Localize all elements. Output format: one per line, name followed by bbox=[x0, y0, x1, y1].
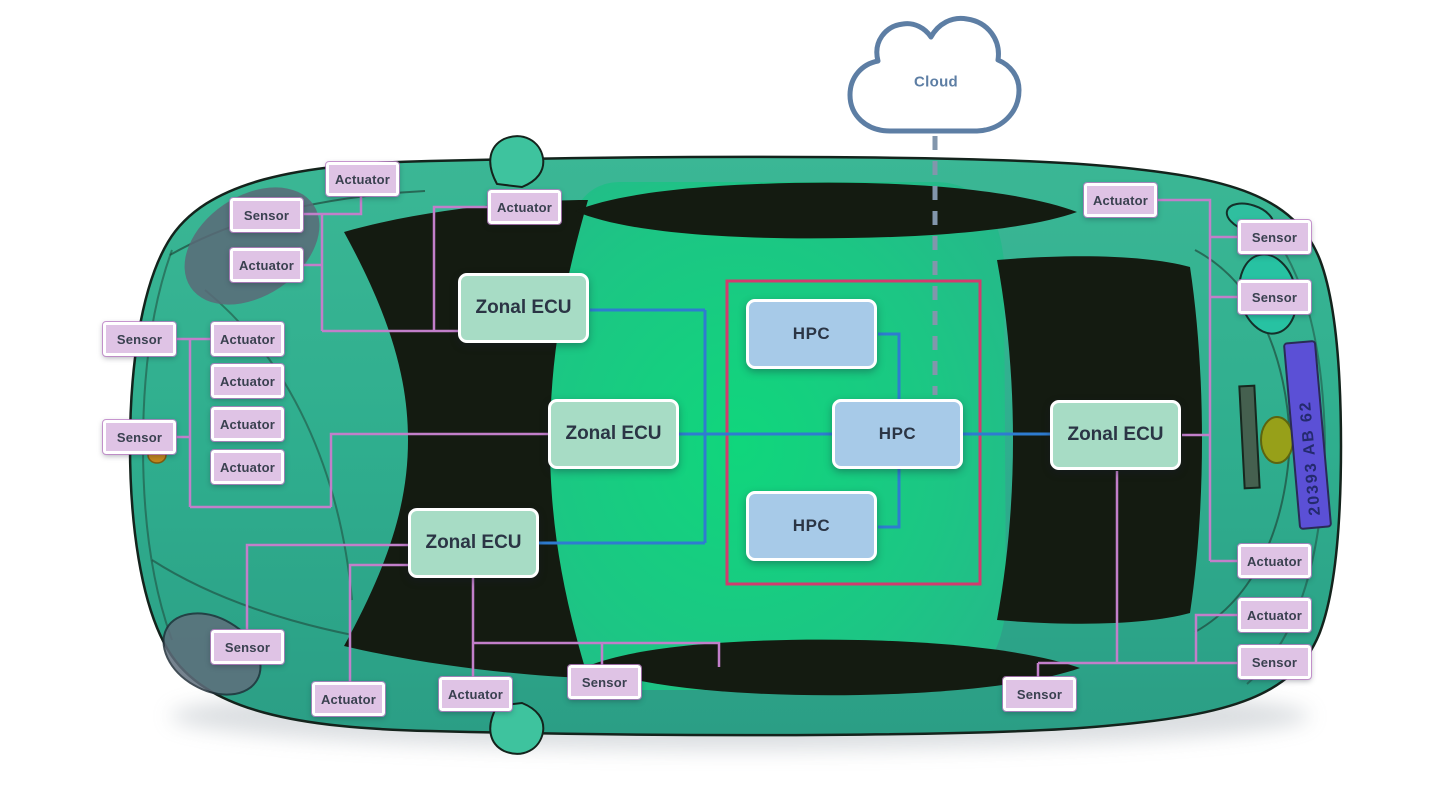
backbone-links bbox=[539, 308, 1050, 545]
actuator-node: Actuator bbox=[487, 189, 562, 225]
actuator-node: Actuator bbox=[311, 681, 386, 717]
zonal-ecu-center-left: Zonal ECU bbox=[548, 399, 679, 469]
cloud-icon bbox=[847, 15, 1022, 134]
actuator-node: Actuator bbox=[229, 247, 304, 283]
sensor-node: Sensor bbox=[229, 197, 304, 233]
license-plate: 20393 AB 62 bbox=[1283, 340, 1332, 530]
actuator-node: Actuator bbox=[210, 321, 285, 357]
sensor-node: Sensor bbox=[102, 321, 177, 357]
actuator-node: Actuator bbox=[210, 363, 285, 399]
sensor-node: Sensor bbox=[1237, 219, 1312, 255]
peripheral-links bbox=[176, 196, 1238, 682]
actuator-node: Actuator bbox=[325, 161, 400, 197]
sensor-node: Sensor bbox=[102, 419, 177, 455]
actuator-node: Actuator bbox=[1083, 182, 1158, 218]
actuator-node: Actuator bbox=[1237, 597, 1312, 633]
hpc-node-2: HPC bbox=[832, 399, 963, 469]
hpc-node-3: HPC bbox=[746, 491, 877, 561]
sensor-node: Sensor bbox=[1002, 676, 1077, 712]
wing-mirror-bottom bbox=[489, 701, 545, 755]
cloud-label: Cloud bbox=[914, 73, 958, 91]
side-window-bottom bbox=[588, 639, 1080, 696]
sensor-node: Sensor bbox=[1237, 279, 1312, 315]
actuator-node: Actuator bbox=[210, 449, 285, 485]
actuator-node: Actuator bbox=[438, 676, 513, 712]
sensor-node: Sensor bbox=[1237, 644, 1312, 680]
fender-line bbox=[204, 289, 353, 601]
hpc-node-1: HPC bbox=[746, 299, 877, 369]
zonal-ecu-right: Zonal ECU bbox=[1050, 400, 1181, 470]
rear-trim-strip bbox=[1238, 384, 1261, 490]
zonal-ecu-front-left: Zonal ECU bbox=[458, 273, 589, 343]
actuator-node: Actuator bbox=[1237, 543, 1312, 579]
fuel-cap bbox=[1260, 416, 1294, 464]
sensor-node: Sensor bbox=[210, 629, 285, 665]
side-window-top bbox=[575, 182, 1077, 239]
zonal-ecu-rear-left: Zonal ECU bbox=[408, 508, 539, 578]
wing-mirror-top bbox=[489, 135, 545, 189]
sensor-node: Sensor bbox=[567, 664, 642, 700]
actuator-node: Actuator bbox=[210, 406, 285, 442]
